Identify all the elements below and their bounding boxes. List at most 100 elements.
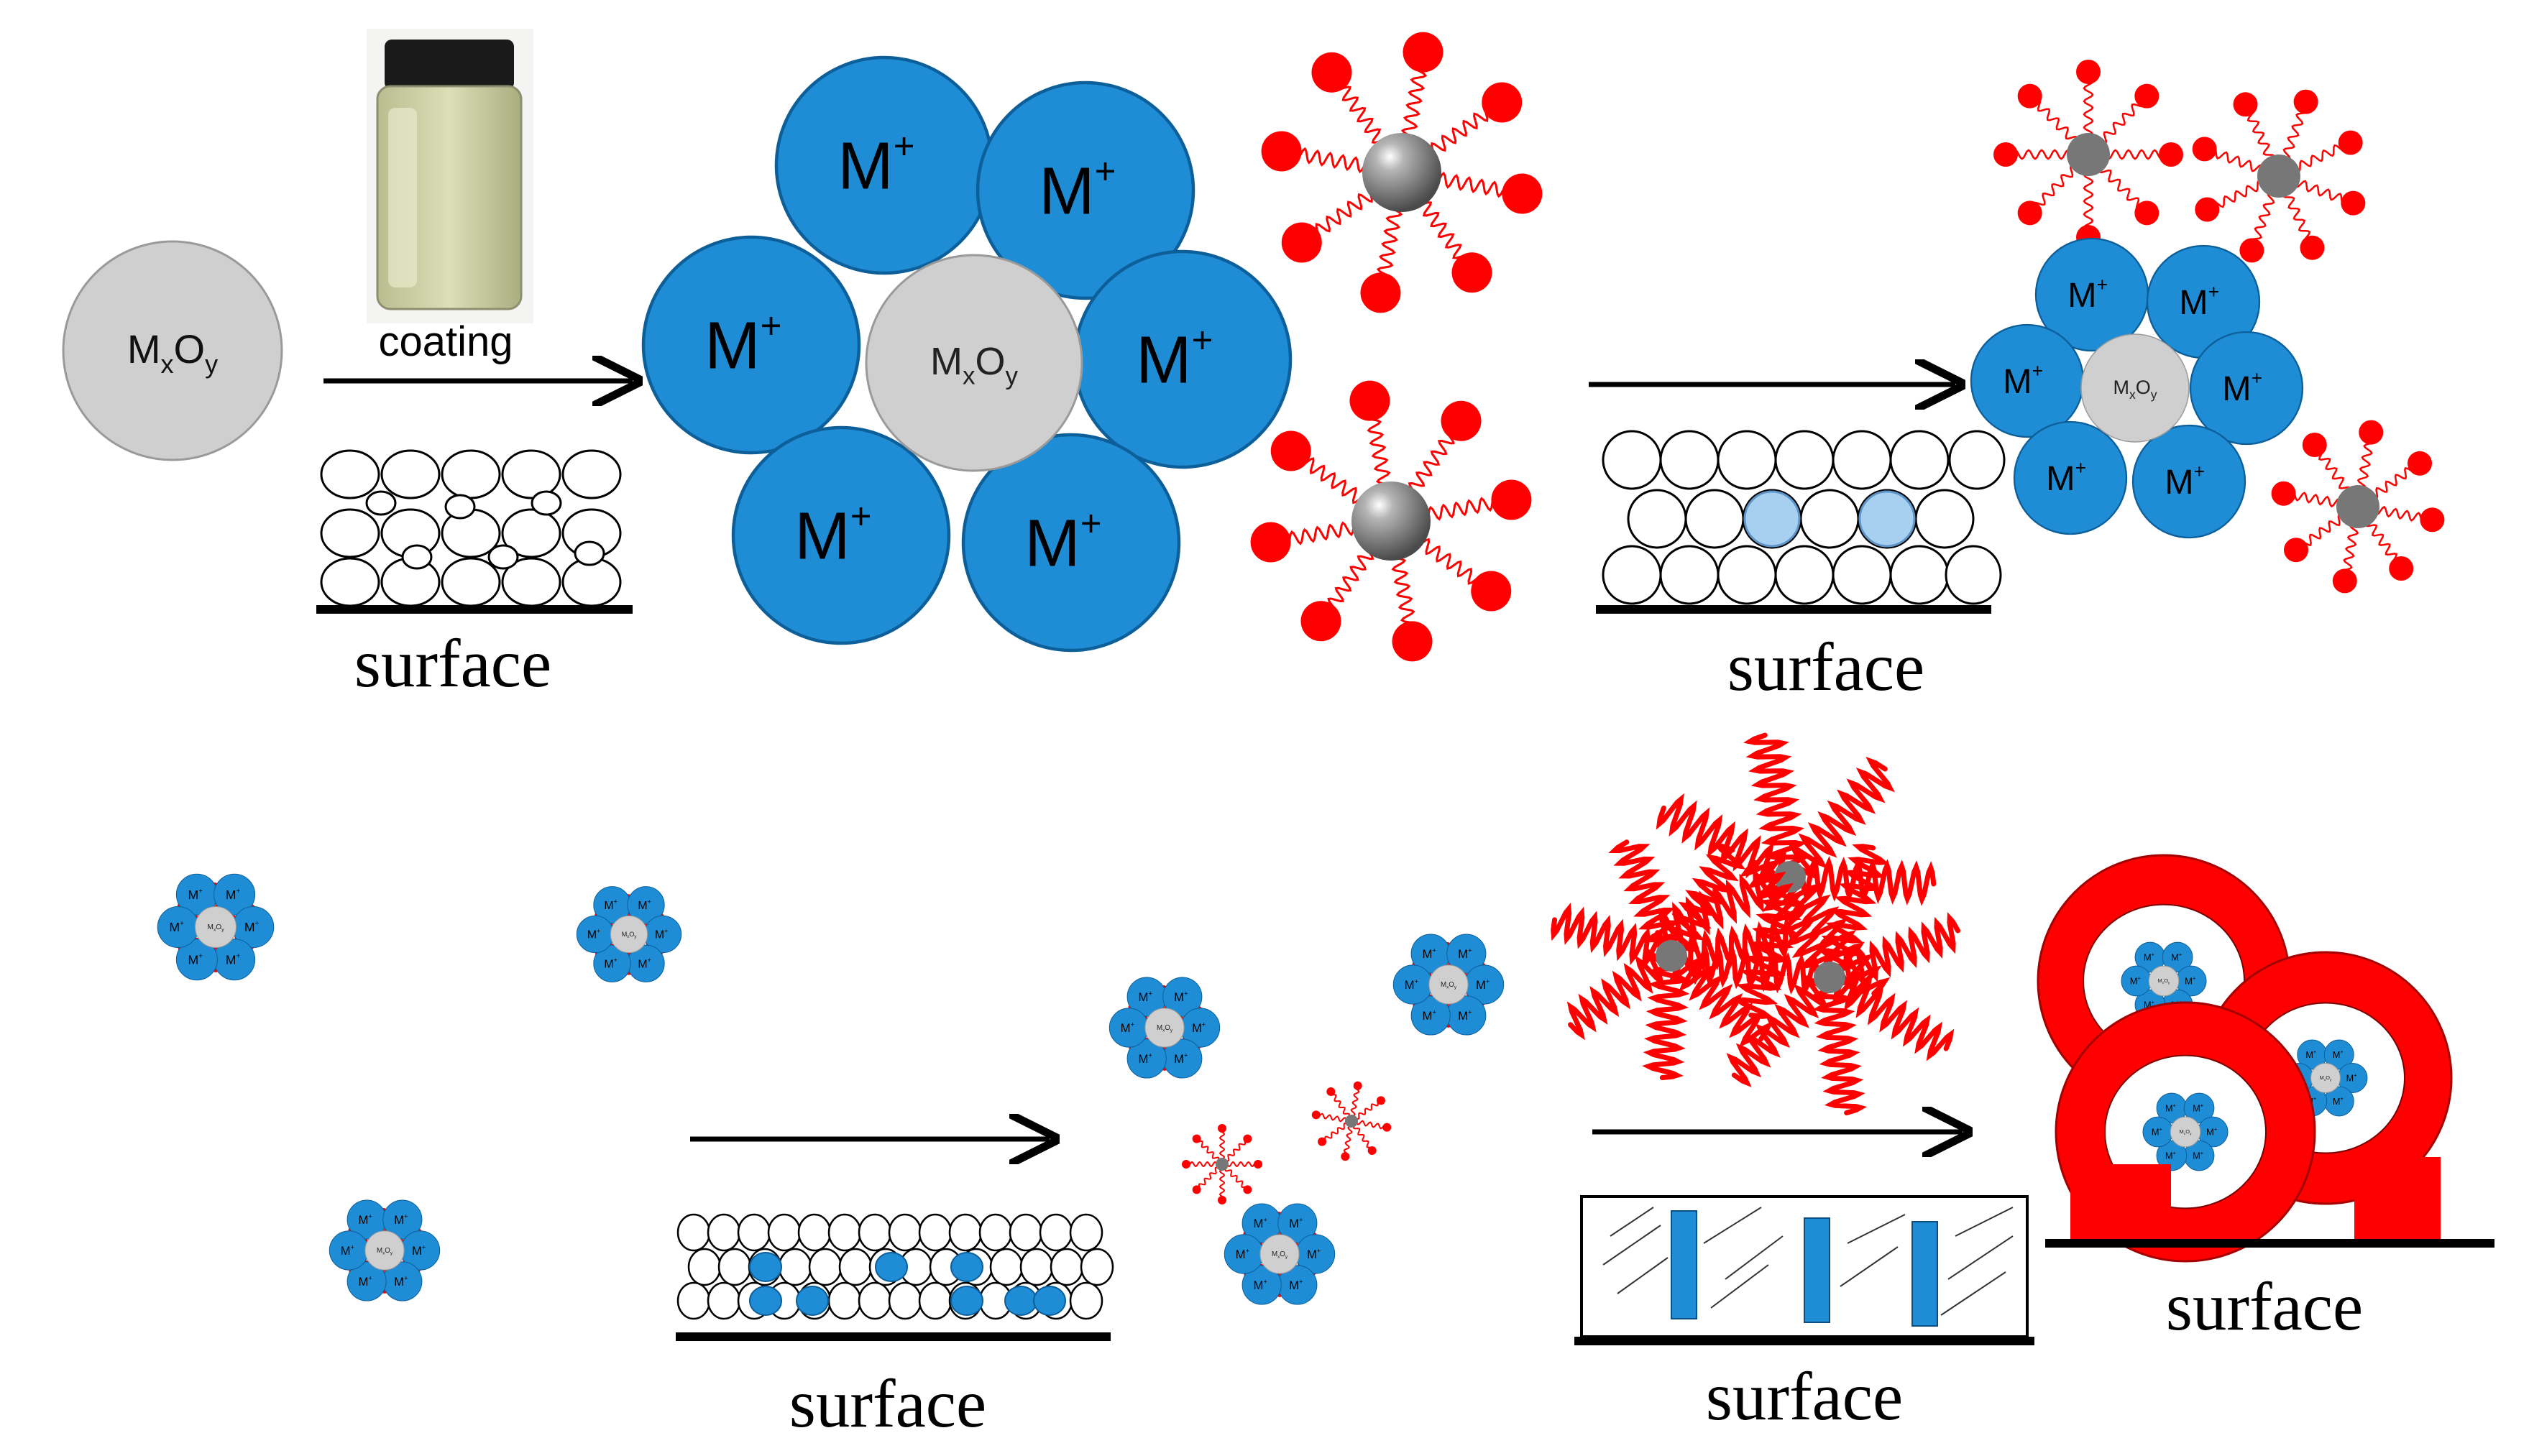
cation-sphere: M+ — [329, 1230, 369, 1271]
cation-sphere: M+ — [346, 1261, 387, 1301]
polymer-end-group — [1218, 1124, 1226, 1133]
polymer-end-group — [1482, 82, 1523, 123]
polymer-end-group — [1318, 1137, 1327, 1146]
oxide-core: MxOy — [865, 254, 1083, 472]
polymer-end-group — [1218, 1196, 1226, 1204]
oxide-label: MxOy — [930, 340, 1019, 390]
polymer-end-group — [1451, 252, 1492, 293]
cation-sphere: M+ — [593, 944, 631, 982]
cation-sphere: M+ — [232, 906, 275, 948]
polymer-end-group — [2195, 197, 2220, 222]
cation-sphere: M+ — [1162, 977, 1203, 1017]
cation-sphere: M+ — [2013, 420, 2128, 535]
decorated-cluster-2: M+M+M+M+M+M+MxOy — [576, 886, 682, 982]
cation-cluster: M+M+M+M+M+M+MxOy — [1392, 934, 1505, 1036]
cation-cluster: M+M+M+M+M+M+MxOy — [157, 873, 275, 981]
polymer-star-bottom — [1250, 380, 1532, 662]
polymer-end-group — [2338, 130, 2363, 155]
oxide-core: MxOy — [2310, 1063, 2341, 1093]
polymer-end-group — [2159, 142, 2183, 167]
svg-text:MxOy: MxOy — [127, 326, 218, 379]
polymer-star — [1993, 60, 2183, 249]
surface-label-1: surface — [354, 625, 551, 701]
oxide-label: MxOy — [1272, 1250, 1288, 1259]
oxide-core: MxOy — [1259, 1234, 1300, 1274]
cation-sphere: M+ — [214, 873, 256, 916]
cation-label: M+ — [1136, 320, 1213, 397]
star-core — [1345, 1115, 1358, 1128]
cation-sphere: M+ — [576, 915, 615, 954]
oxide-label-o: O — [174, 326, 206, 372]
polymer-star — [1551, 839, 1795, 1081]
cation-sphere: M+ — [627, 944, 665, 982]
star-core — [2257, 155, 2300, 198]
cation-sphere: M+ — [2323, 1039, 2354, 1070]
cation-sphere: M+ — [2146, 244, 2261, 359]
polymer-end-group — [1243, 1185, 1252, 1194]
cation-sphere: M+ — [1224, 1234, 1264, 1274]
polymer-star — [1311, 1081, 1392, 1161]
oxide-label: MxOy — [1441, 981, 1457, 990]
polymer-star — [1250, 380, 1532, 662]
oxide-label-y: y — [205, 349, 218, 379]
decorated-cluster-3: M+M+M+M+M+M+MxOy — [329, 1199, 441, 1301]
polymer-end-group — [1311, 52, 1352, 93]
cation-sphere: M+ — [641, 235, 861, 455]
polymer-end-group — [2134, 83, 2159, 109]
cation-sphere: M+ — [2175, 965, 2207, 997]
cation-sphere: M+ — [1295, 1234, 1336, 1274]
surface-porous-stack — [320, 449, 622, 607]
oxide-label-m: M — [127, 326, 161, 372]
cation-sphere: M+ — [1126, 1038, 1167, 1079]
cation-sphere: M+ — [1241, 1265, 1282, 1305]
cation-cluster: M+M+M+M+M+M+MxOy — [1109, 977, 1221, 1079]
cation-sphere: M+ — [1970, 323, 2085, 438]
cation-sphere: M+ — [1126, 977, 1167, 1017]
polymer-end-group — [2271, 481, 2296, 506]
cation-sphere: M+ — [961, 433, 1181, 653]
polymer-end-group — [2233, 92, 2258, 117]
oxide-label: MxOy — [622, 931, 637, 939]
cation-sphere: M+ — [1446, 934, 1487, 974]
cation-sphere: M+ — [1180, 1008, 1221, 1048]
cation-sphere: M+ — [1277, 1265, 1318, 1305]
cation-sphere: M+ — [2156, 1092, 2188, 1124]
polymer-end-group — [1254, 1160, 1262, 1169]
polymer-end-group — [1993, 142, 2018, 167]
surface-packed-layer — [1602, 430, 2006, 605]
cation-sphere: M+ — [774, 55, 994, 275]
cation-sphere: M+ — [382, 1261, 423, 1301]
surface-particle-layer — [676, 1213, 1114, 1320]
surface-label-3: surface — [789, 1365, 986, 1442]
surface-label-5: surface — [2166, 1268, 2363, 1345]
star-core — [1351, 482, 1431, 561]
cation-sphere: M+ — [2183, 1092, 2215, 1124]
polymer-end-group — [2359, 420, 2384, 445]
polymer-end-group — [1471, 571, 1512, 612]
polymer-end-group — [1192, 1134, 1201, 1143]
polymer-end-group — [2239, 238, 2264, 263]
oxide-core: MxOy — [2148, 965, 2180, 997]
large-coated-particle-cluster: M+M+M+M+M+M+MxOy — [641, 55, 1293, 653]
oxide-core: MxOy — [610, 915, 648, 954]
polymer-end-group — [2017, 201, 2042, 226]
polymer-end-group — [1441, 400, 1482, 441]
oxide-core: MxOy — [1428, 964, 1469, 1005]
star-core — [1774, 861, 1806, 893]
polymer-end-group — [1281, 222, 1322, 263]
cation-sphere: M+ — [2323, 1086, 2354, 1117]
polymer-end-group — [2389, 556, 2414, 581]
cation-sphere: M+ — [1446, 995, 1487, 1036]
polymer-end-group — [1502, 173, 1543, 214]
oxide-core: MxOy — [2080, 333, 2190, 443]
polymer-end-group — [1270, 430, 1311, 471]
cation-sphere: M+ — [1073, 249, 1293, 469]
oxide-label: MxOy — [2158, 977, 2171, 985]
cation-sphere: M+ — [2131, 424, 2246, 539]
polymer-end-group — [1392, 621, 1433, 662]
cation-sphere: M+ — [1392, 964, 1433, 1005]
polymer-end-group — [1261, 131, 1302, 172]
oxide-core: MxOy — [2170, 1116, 2201, 1148]
cation-sphere: M+ — [175, 873, 218, 916]
